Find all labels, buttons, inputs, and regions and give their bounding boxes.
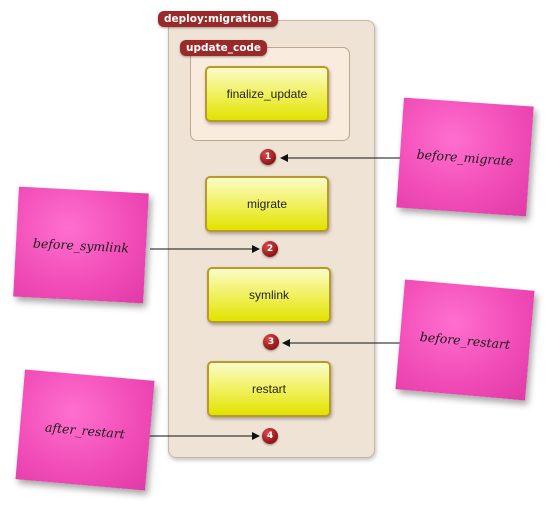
note-text-before-symlink: before_symlink: [32, 234, 130, 256]
note-text-before-restart: before_restart: [419, 328, 511, 352]
deploy-migrations-label: deploy:migrations: [158, 11, 278, 27]
hook-marker-4: 4: [262, 428, 278, 444]
update-code-label: update_code: [180, 40, 268, 56]
task-restart: restart: [207, 361, 331, 417]
note-text-before-migrate: before_migrate: [416, 146, 514, 168]
note-text-after-restart: after_restart: [44, 419, 126, 441]
hook-marker-3: 3: [263, 334, 279, 350]
sticky-note-after-restart: after_restart: [15, 369, 155, 491]
hook-marker-2: 2: [262, 241, 278, 257]
task-migrate: migrate: [205, 176, 329, 232]
task-symlink: symlink: [207, 267, 331, 323]
hook-marker-1: 1: [260, 149, 276, 165]
sticky-note-before-symlink: before_symlink: [13, 186, 149, 304]
sticky-note-before-restart: before_restart: [395, 279, 535, 401]
task-finalize-update: finalize_update: [205, 66, 329, 122]
sticky-note-before-migrate: before_migrate: [396, 97, 534, 217]
